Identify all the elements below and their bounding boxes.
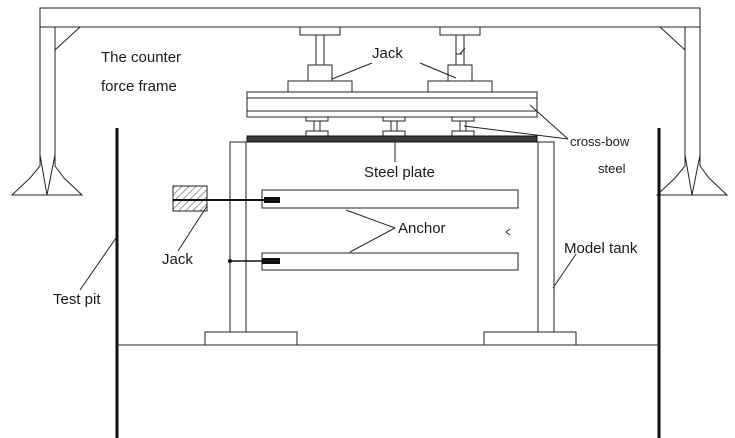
label-test-pit: Test pit xyxy=(53,291,101,308)
label-anchor: Anchor xyxy=(398,220,446,237)
label-steel-plate: Steel plate xyxy=(364,164,435,181)
label-model-tank: Model tank xyxy=(564,240,638,257)
cross-bow-steel-beam xyxy=(246,91,538,118)
tank-left-wall xyxy=(229,141,247,333)
cross-bow-supports xyxy=(305,116,475,137)
label-cross-bow-line1: cross-bow xyxy=(570,134,630,149)
side-jack xyxy=(172,185,280,264)
anchor-upper xyxy=(261,189,519,209)
frame-left-brace xyxy=(54,26,81,51)
frame-right-foot-outer xyxy=(691,154,729,196)
steel-plate xyxy=(246,135,538,143)
label-counter-force-frame-line1: The counter xyxy=(101,49,181,66)
tank-right-footing xyxy=(483,331,577,346)
leader-lines xyxy=(79,47,577,291)
frame-left-foot-outer xyxy=(10,154,48,196)
top-jack-right xyxy=(427,26,493,93)
model-tank xyxy=(204,141,577,346)
frame-right-foot-inner xyxy=(655,154,693,196)
tank-left-footing xyxy=(204,331,298,346)
anchor-lower xyxy=(261,252,519,271)
label-jack-top: Jack xyxy=(372,45,403,62)
label-jack-left: Jack xyxy=(162,251,193,268)
counter-force-frame xyxy=(10,7,729,196)
label-counter-force-frame-line2: force frame xyxy=(101,78,177,95)
frame-right-brace xyxy=(659,26,686,51)
frame-top-beam xyxy=(39,7,701,28)
top-jack-left xyxy=(287,26,353,93)
frame-left-foot-inner xyxy=(46,154,84,196)
test-pit xyxy=(115,128,661,438)
anchors xyxy=(261,189,519,271)
tank-right-wall xyxy=(537,141,555,333)
label-cross-bow-line2: steel xyxy=(598,161,626,176)
